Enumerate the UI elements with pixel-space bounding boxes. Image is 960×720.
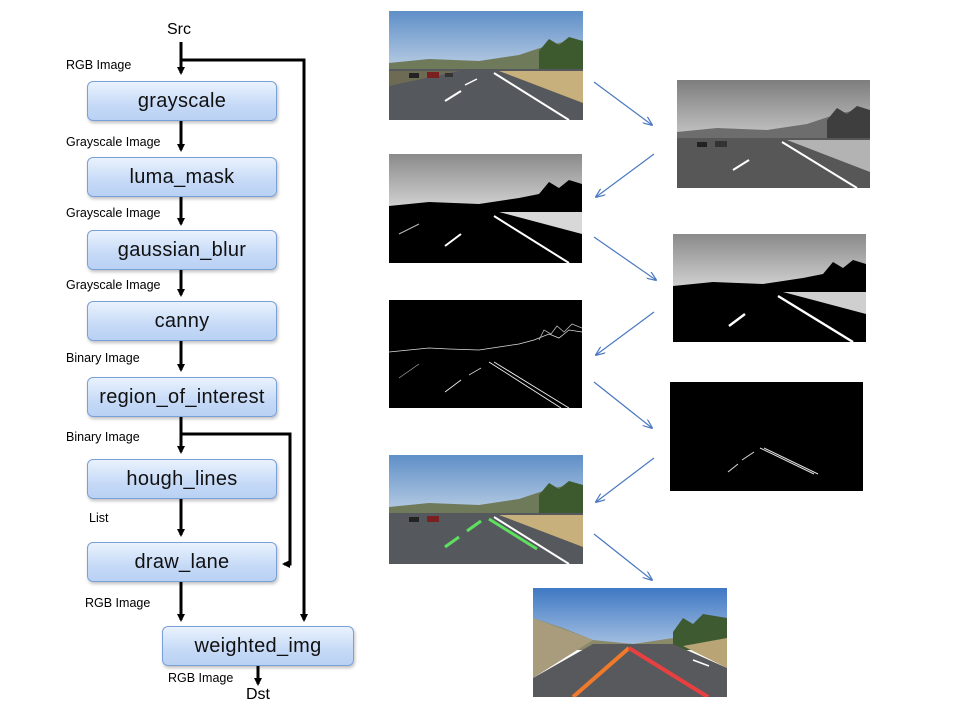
thumb-arrow-2 — [596, 153, 655, 197]
blurred-mask-image — [673, 234, 866, 342]
edge-label-luma: Grayscale Image — [66, 206, 161, 220]
dst-label: Dst — [246, 686, 270, 703]
stage-region-of-interest: region_of_interest — [87, 377, 277, 417]
luma-mask-image — [389, 154, 582, 263]
hough-lines-overlay-image — [389, 455, 583, 564]
grayscale-road-image — [677, 80, 870, 188]
stage-luma-mask: luma_mask — [87, 157, 277, 197]
final-lane-output-image — [533, 588, 727, 697]
thumb-arrow-7 — [593, 533, 652, 580]
thumb-arrow-3 — [593, 236, 656, 280]
stage-draw-lane: draw_lane — [87, 542, 277, 582]
stage-canny: canny — [87, 301, 277, 341]
thumb-arrow-4 — [596, 311, 655, 355]
canny-edges-image — [389, 300, 582, 408]
edge-label-roi: Binary Image — [66, 430, 140, 444]
stage-grayscale: grayscale — [87, 81, 277, 121]
stage-gaussian-blur: gaussian_blur — [87, 230, 277, 270]
arrow-src-bypass — [181, 58, 308, 622]
stage-hough-lines: hough_lines — [87, 459, 277, 499]
edge-label-draw: RGB Image — [85, 596, 151, 610]
src-label: Src — [167, 21, 191, 38]
thumb-arrow-5 — [593, 381, 652, 428]
edge-label-weighted: RGB Image — [168, 671, 234, 685]
edge-label-canny: Binary Image — [66, 351, 140, 365]
edge-label-blur: Grayscale Image — [66, 278, 161, 292]
stage-weighted-img: weighted_img — [162, 626, 354, 666]
edge-label-hough: List — [89, 511, 109, 525]
edge-label-grayscale: Grayscale Image — [66, 135, 161, 149]
original-road-image — [389, 11, 583, 120]
thumb-arrow-1 — [593, 81, 652, 125]
region-of-interest-image — [670, 382, 863, 491]
arrow-roi-bypass — [181, 432, 292, 568]
edge-label-src: RGB Image — [66, 58, 132, 72]
thumb-arrow-6 — [596, 457, 655, 502]
